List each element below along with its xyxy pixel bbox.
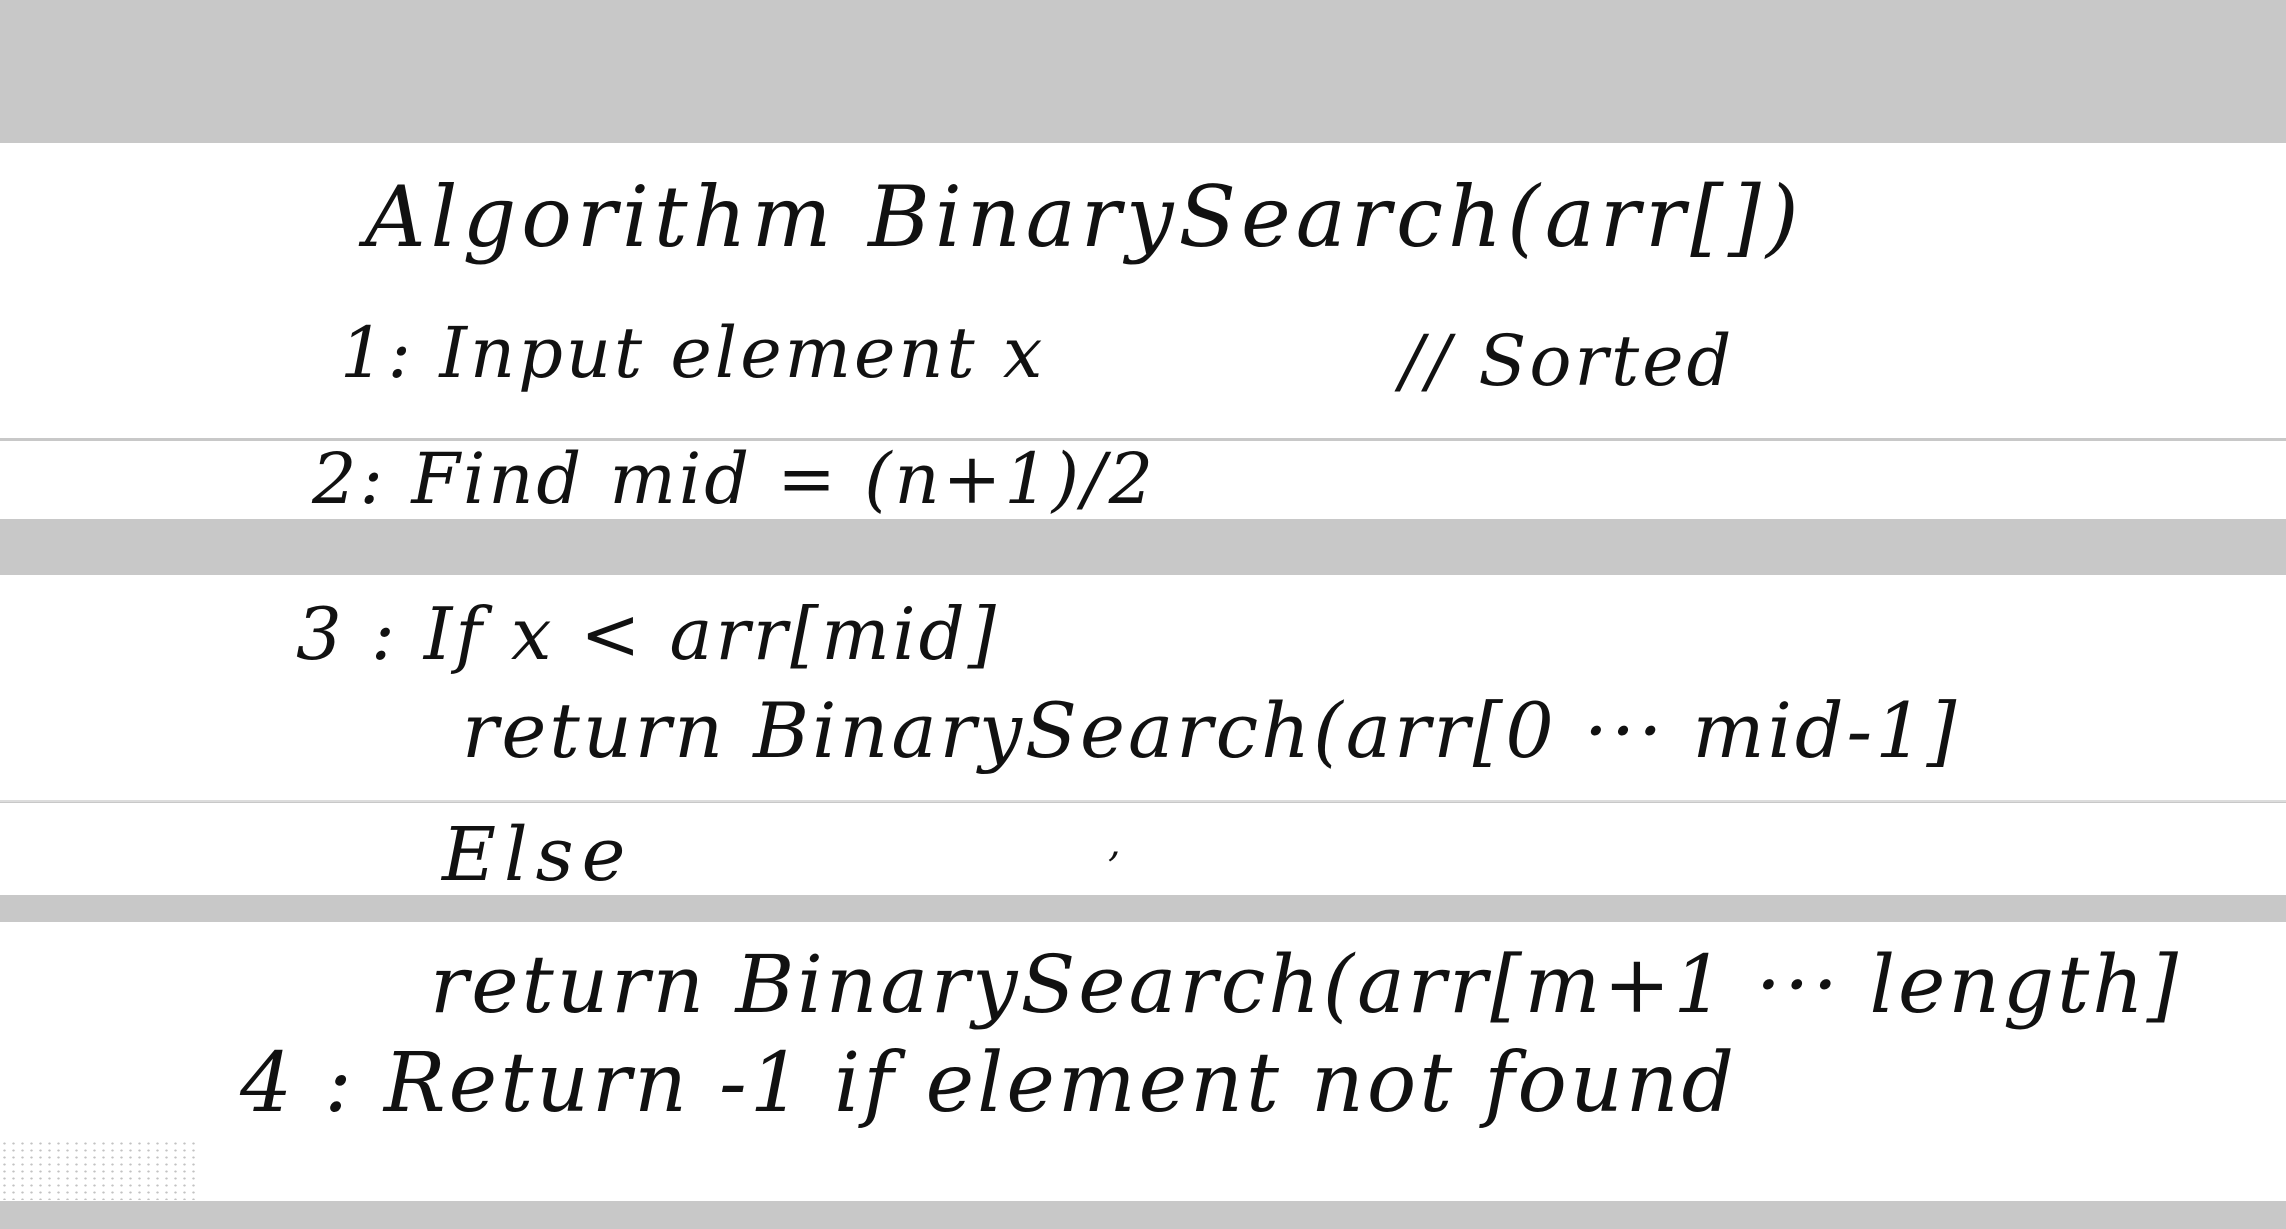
step-3-return-left: return BinarySearch(arr[0 ··· mid-1] bbox=[462, 686, 1960, 775]
step-3-text: 3 : If x < arr[mid] bbox=[296, 592, 999, 676]
paper-strip bbox=[0, 803, 2286, 895]
step-3-return-right: return BinarySearch(arr[m+1 ··· length] bbox=[430, 938, 2181, 1031]
paper-strip bbox=[0, 143, 2286, 439]
step-4-text: 4 : Return -1 if element not found bbox=[240, 1036, 1738, 1131]
paper-strip bbox=[0, 441, 2286, 519]
else-label: Else bbox=[442, 812, 634, 898]
step-2-text: 2: Find mid = (n+1)/2 bbox=[312, 438, 1157, 520]
scan-noise bbox=[0, 1140, 200, 1200]
step-1-text: 1: Input element x bbox=[340, 312, 1046, 394]
paper-strip bbox=[0, 575, 2286, 801]
algorithm-title: Algorithm BinarySearch(arr[]) bbox=[365, 168, 1804, 266]
paper-strip bbox=[0, 922, 2286, 1201]
handwritten-mark: , bbox=[1108, 820, 1121, 866]
divider bbox=[0, 438, 2286, 441]
divider bbox=[0, 800, 2286, 802]
sorted-comment: // Sorted bbox=[1400, 320, 1735, 402]
